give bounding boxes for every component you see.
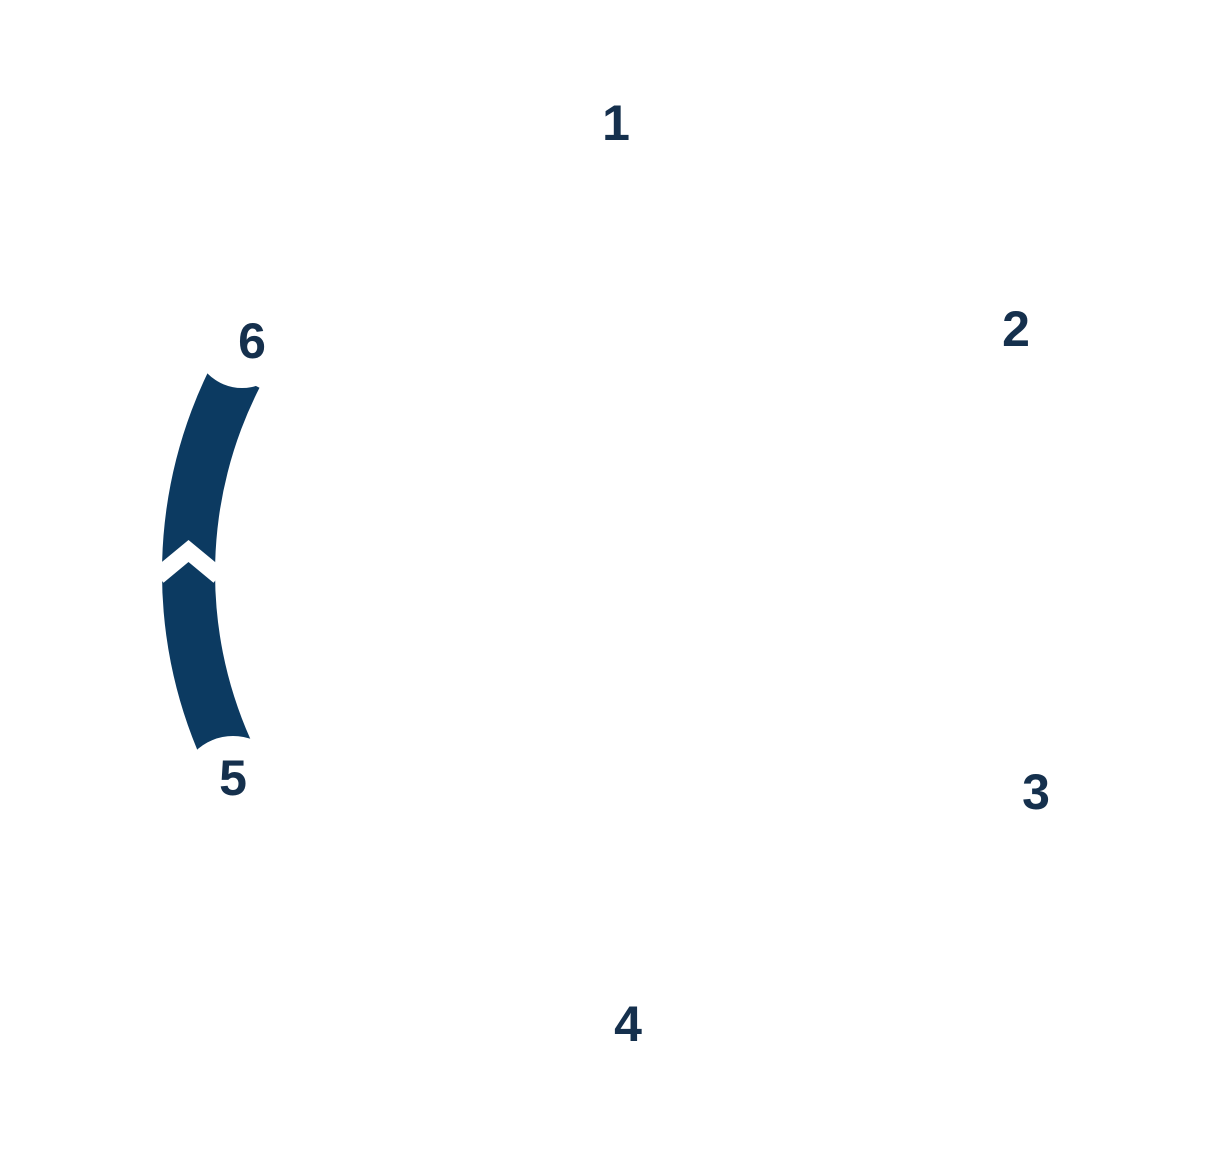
chevron-up-icon [152,539,225,583]
step-number-1: 1 [602,95,630,151]
node-cutout-6-circle [194,292,290,388]
node-cutout-5-circle [179,736,287,844]
step-number-5: 5 [219,750,247,806]
step-number-6: 6 [238,313,266,369]
step-number-2: 2 [1002,301,1030,357]
step-number-4: 4 [614,996,642,1052]
step-number-3: 3 [1022,764,1050,820]
